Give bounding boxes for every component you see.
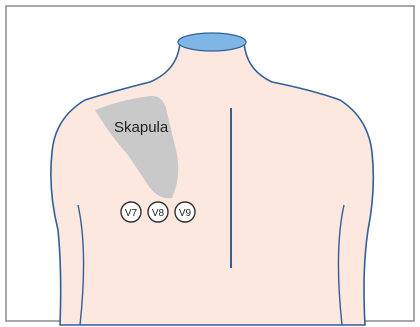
electrode-v9: V9 (175, 202, 195, 222)
electrode-v8: V8 (148, 202, 168, 222)
electrode-label-v7: V7 (125, 208, 138, 219)
electrode-label-v9: V9 (179, 208, 192, 219)
electrode-label-v8: V8 (152, 208, 165, 219)
neck-collar (178, 33, 246, 51)
scapula-label: Skapula (114, 119, 169, 136)
electrode-v7: V7 (121, 202, 141, 222)
